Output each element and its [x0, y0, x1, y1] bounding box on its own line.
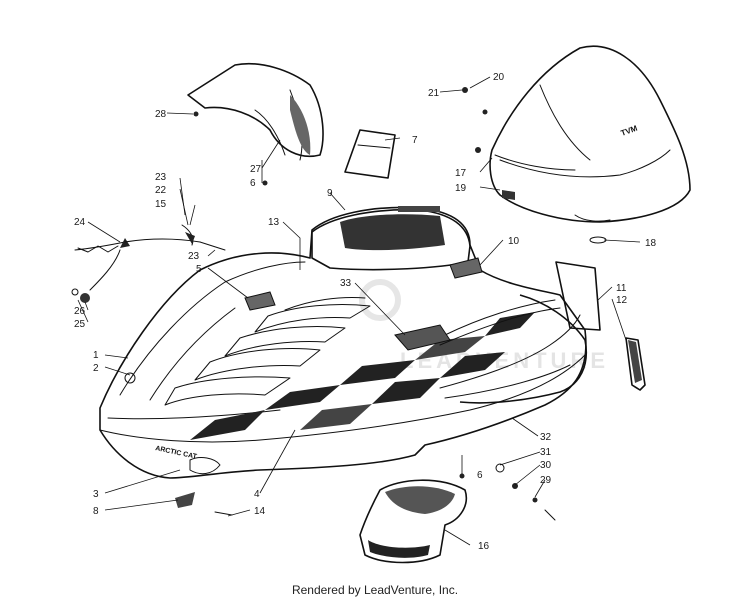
callout-33: 33 [340, 278, 352, 289]
callout-11: 11 [616, 283, 627, 294]
callout-6b: 6 [477, 470, 483, 481]
decal-11 [555, 261, 601, 331]
callout-14: 14 [254, 506, 266, 517]
callout-2: 2 [93, 363, 99, 374]
callout-1: 1 [93, 350, 99, 361]
callout-15: 15 [155, 199, 167, 210]
hood-body: ARCTIC CAT [99, 206, 587, 479]
vent-10 [449, 257, 483, 279]
callout-23b: 23 [188, 251, 200, 262]
callout-4: 4 [254, 489, 260, 500]
callout-30: 30 [540, 460, 552, 471]
callout-32: 32 [540, 432, 552, 443]
windshield: TVM [489, 45, 691, 223]
callout-31: 31 [540, 447, 552, 458]
dash-cover [187, 62, 324, 161]
callout-29: 29 [540, 475, 552, 486]
callout-23a: 23 [155, 172, 167, 183]
callout-25: 25 [74, 319, 86, 330]
vent-5 [244, 291, 276, 311]
callout-22: 22 [155, 185, 167, 196]
callout-27: 27 [250, 164, 262, 175]
callout-9: 9 [327, 188, 333, 199]
callout-18: 18 [645, 238, 657, 249]
callout-6a: 6 [250, 178, 256, 189]
callout-26: 26 [74, 306, 86, 317]
svg-text:TVM: TVM [620, 124, 639, 138]
callout-13: 13 [268, 217, 280, 228]
callouts: 1 2 3 4 5 6 6 7 8 9 10 11 12 13 14 15 16… [74, 72, 657, 552]
decal-7 [344, 129, 396, 179]
callout-8: 8 [93, 506, 99, 517]
callout-5: 5 [196, 264, 202, 275]
callout-10: 10 [508, 236, 520, 247]
callout-7: 7 [412, 135, 418, 146]
leader-lines [77, 76, 641, 546]
callout-28: 28 [155, 109, 167, 120]
callout-12: 12 [616, 295, 628, 306]
brand-decal: ARCTIC CAT [155, 445, 198, 461]
callout-16: 16 [478, 541, 490, 552]
callout-24: 24 [74, 217, 86, 228]
callout-20: 20 [493, 72, 505, 83]
callout-21: 21 [428, 88, 440, 99]
footer-credit: Rendered by LeadVenture, Inc. [292, 583, 458, 597]
cable-assembly [71, 224, 226, 303]
strap-12 [625, 337, 646, 391]
callout-17: 17 [455, 168, 467, 179]
callout-3: 3 [93, 489, 99, 500]
vent-grille-33 [394, 324, 451, 351]
callout-19: 19 [455, 183, 467, 194]
side-panel [459, 294, 587, 404]
hardware [124, 87, 607, 521]
air-intake [359, 479, 467, 564]
